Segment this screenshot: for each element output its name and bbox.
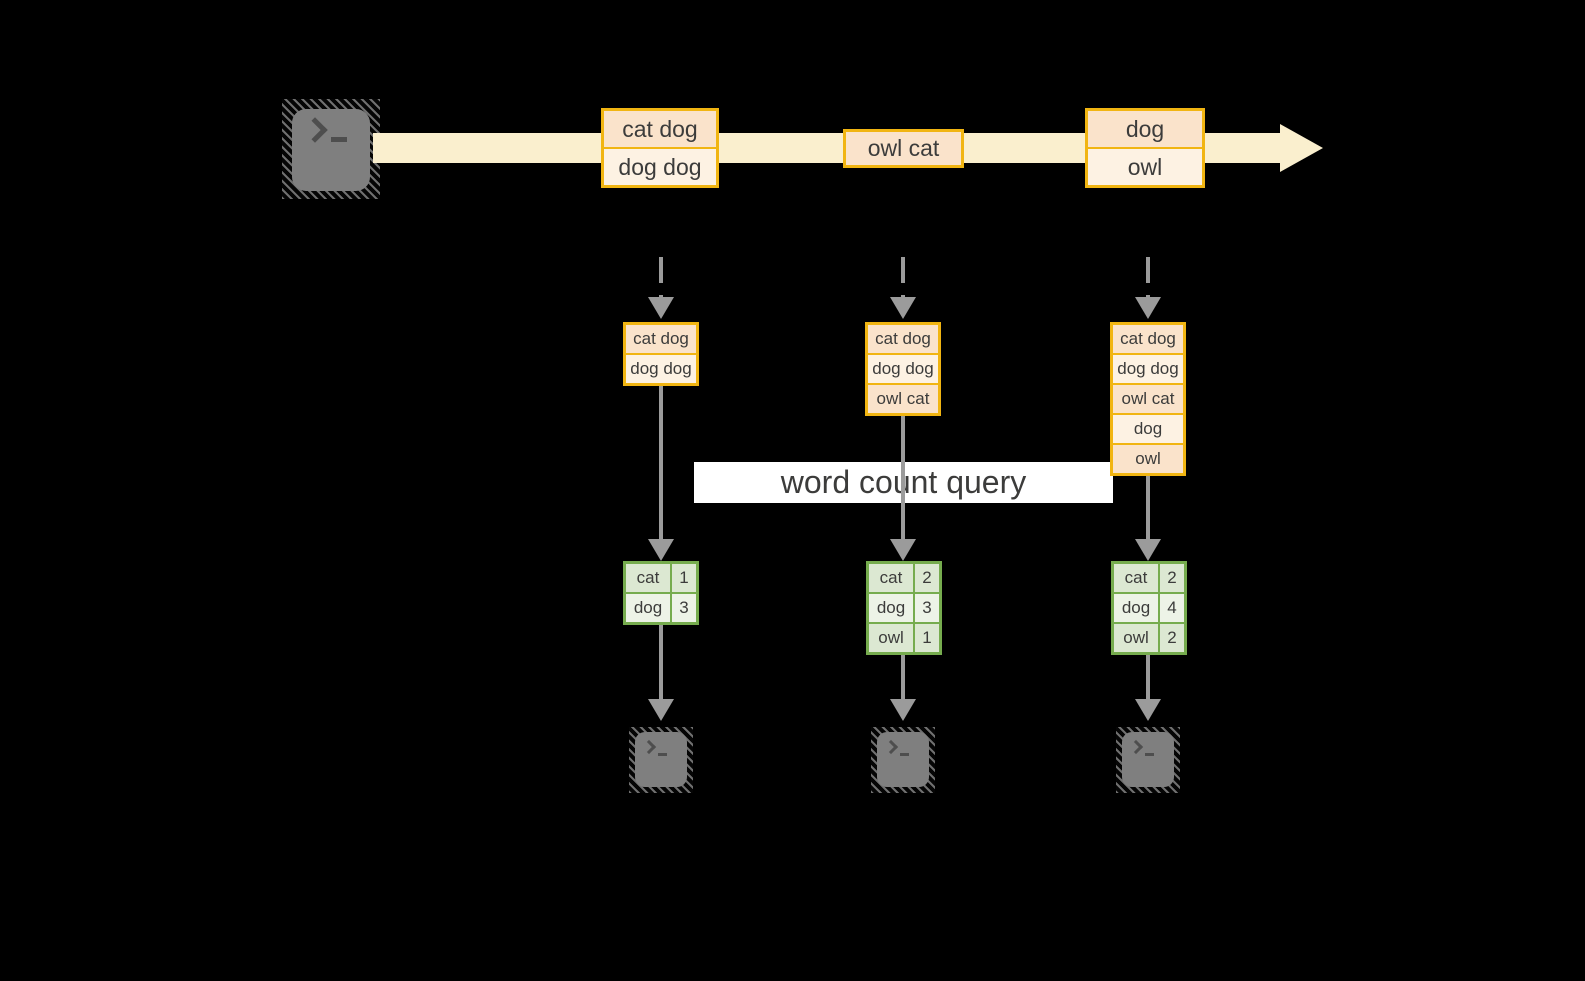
stream-event-line: owl	[1088, 147, 1202, 185]
count-value: 2	[1158, 624, 1184, 652]
chevron-right-icon	[1128, 739, 1144, 755]
terminal-screen	[877, 732, 929, 787]
count-value: 3	[913, 594, 939, 622]
arrow-line	[901, 416, 905, 541]
state-line: cat dog	[1113, 325, 1183, 353]
state-line: cat dog	[868, 325, 938, 353]
stream-event-box: dog owl	[1085, 108, 1205, 188]
arrowhead-icon	[890, 699, 916, 721]
stream-arrowhead-icon	[1280, 124, 1323, 172]
source-terminal-icon	[282, 99, 380, 199]
sink-terminal-icon	[871, 727, 935, 793]
count-row: cat 2	[869, 564, 939, 592]
arrowhead-icon	[890, 297, 916, 319]
terminal-screen	[292, 109, 370, 191]
arrowhead-icon	[1135, 699, 1161, 721]
chevron-right-icon	[641, 739, 657, 755]
prompt-icon	[302, 117, 347, 144]
count-row: cat 1	[626, 564, 696, 592]
count-value: 2	[1158, 564, 1184, 592]
dashed-arrow	[659, 257, 663, 299]
terminal-screen	[1122, 732, 1174, 787]
arrowhead-icon	[1135, 297, 1161, 319]
sink-terminal-icon	[629, 727, 693, 793]
chevron-right-icon	[302, 117, 328, 143]
count-row: cat 2	[1114, 564, 1184, 592]
arrow-line	[1146, 476, 1150, 541]
state-line: owl cat	[868, 383, 938, 413]
state-box: cat dog dog dog owl cat dog owl	[1110, 322, 1186, 476]
stream-event-line: dog dog	[604, 147, 716, 185]
count-word: owl	[869, 624, 913, 652]
count-row: owl 1	[869, 622, 939, 652]
arrow-line	[659, 386, 663, 541]
stream-event-line: cat dog	[604, 111, 716, 147]
stream-event-box: owl cat	[843, 129, 964, 168]
prompt-icon	[641, 739, 667, 757]
state-line: owl	[1113, 443, 1183, 473]
count-word: cat	[869, 564, 913, 592]
count-value: 1	[670, 564, 696, 592]
stream-event-line: dog	[1088, 111, 1202, 147]
stream-event-box: cat dog dog dog	[601, 108, 719, 188]
prompt-icon	[1128, 739, 1154, 757]
count-value: 4	[1158, 594, 1184, 622]
count-word: dog	[1114, 594, 1158, 622]
count-word: owl	[1114, 624, 1158, 652]
chevron-right-icon	[883, 739, 899, 755]
count-word: dog	[869, 594, 913, 622]
count-table: cat 2 dog 3 owl 1	[866, 561, 942, 655]
cursor-bar	[900, 753, 909, 756]
cursor-bar	[331, 137, 347, 142]
dashed-arrow	[901, 257, 905, 299]
count-word: dog	[626, 594, 670, 622]
count-row: dog 3	[626, 592, 696, 622]
count-row: dog 4	[1114, 592, 1184, 622]
prompt-icon	[883, 739, 909, 757]
cursor-bar	[658, 753, 667, 756]
state-line: dog dog	[1113, 353, 1183, 383]
count-value: 2	[913, 564, 939, 592]
state-line: owl cat	[1113, 383, 1183, 413]
state-line: dog dog	[868, 353, 938, 383]
count-value: 3	[670, 594, 696, 622]
arrowhead-icon	[890, 539, 916, 561]
count-word: cat	[626, 564, 670, 592]
count-row: dog 3	[869, 592, 939, 622]
sink-terminal-icon	[1116, 727, 1180, 793]
arrow-line	[1146, 655, 1150, 701]
state-box: cat dog dog dog owl cat	[865, 322, 941, 416]
state-box: cat dog dog dog	[623, 322, 699, 386]
state-line: dog dog	[626, 353, 696, 383]
count-table: cat 1 dog 3	[623, 561, 699, 625]
count-row: owl 2	[1114, 622, 1184, 652]
count-table: cat 2 dog 4 owl 2	[1111, 561, 1187, 655]
count-word: cat	[1114, 564, 1158, 592]
stream-event-line: owl cat	[846, 132, 961, 165]
arrowhead-icon	[648, 539, 674, 561]
arrow-line	[659, 625, 663, 701]
arrow-line	[901, 655, 905, 701]
arrowhead-icon	[648, 699, 674, 721]
cursor-bar	[1145, 753, 1154, 756]
count-value: 1	[913, 624, 939, 652]
state-line: cat dog	[626, 325, 696, 353]
state-line: dog	[1113, 413, 1183, 443]
dashed-arrow	[1146, 257, 1150, 299]
arrowhead-icon	[1135, 539, 1161, 561]
terminal-screen	[635, 732, 687, 787]
arrowhead-icon	[648, 297, 674, 319]
